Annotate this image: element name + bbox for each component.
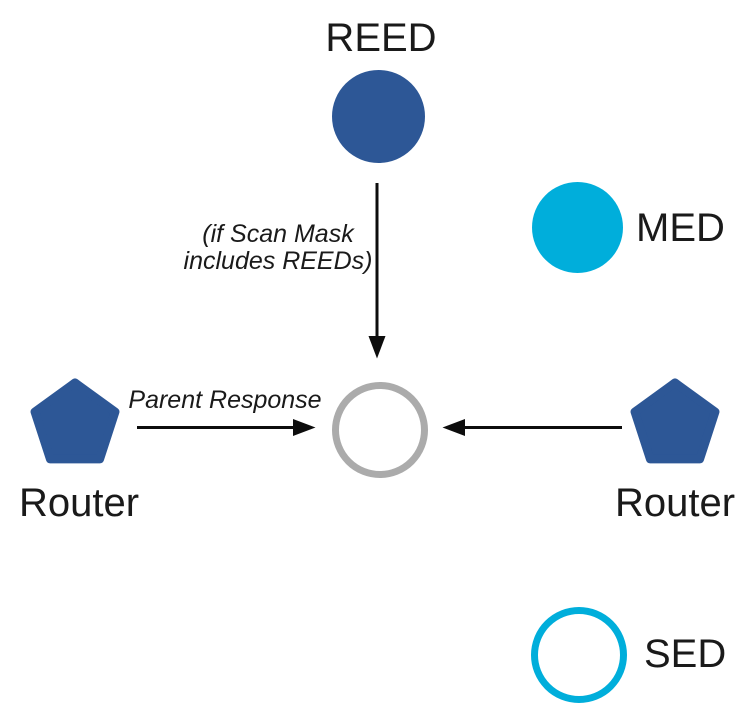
sed-label: SED bbox=[644, 632, 727, 676]
sed-node-circle bbox=[531, 607, 627, 703]
med-node-circle bbox=[532, 182, 623, 273]
router-right-label: Router bbox=[614, 481, 736, 525]
reed-label: REED bbox=[325, 16, 437, 60]
router-right-pentagon bbox=[630, 378, 720, 464]
router-left-label: Router bbox=[18, 481, 140, 525]
parent-response-annotation: Parent Response bbox=[128, 386, 322, 414]
scan-mask-condition-annotation: (if Scan Mask includes REEDs) bbox=[184, 221, 373, 275]
med-label: MED bbox=[636, 206, 725, 250]
router-left-pentagon bbox=[30, 378, 120, 464]
arrow-router-left-to-center bbox=[137, 419, 316, 436]
center-joining-node-circle bbox=[332, 382, 428, 478]
arrow-router-right-to-center bbox=[442, 419, 622, 436]
scan-mask-condition-line1: (if Scan Mask bbox=[202, 220, 354, 248]
scan-mask-condition-line2: includes REEDs) bbox=[183, 247, 373, 275]
reed-node-circle bbox=[332, 70, 425, 163]
